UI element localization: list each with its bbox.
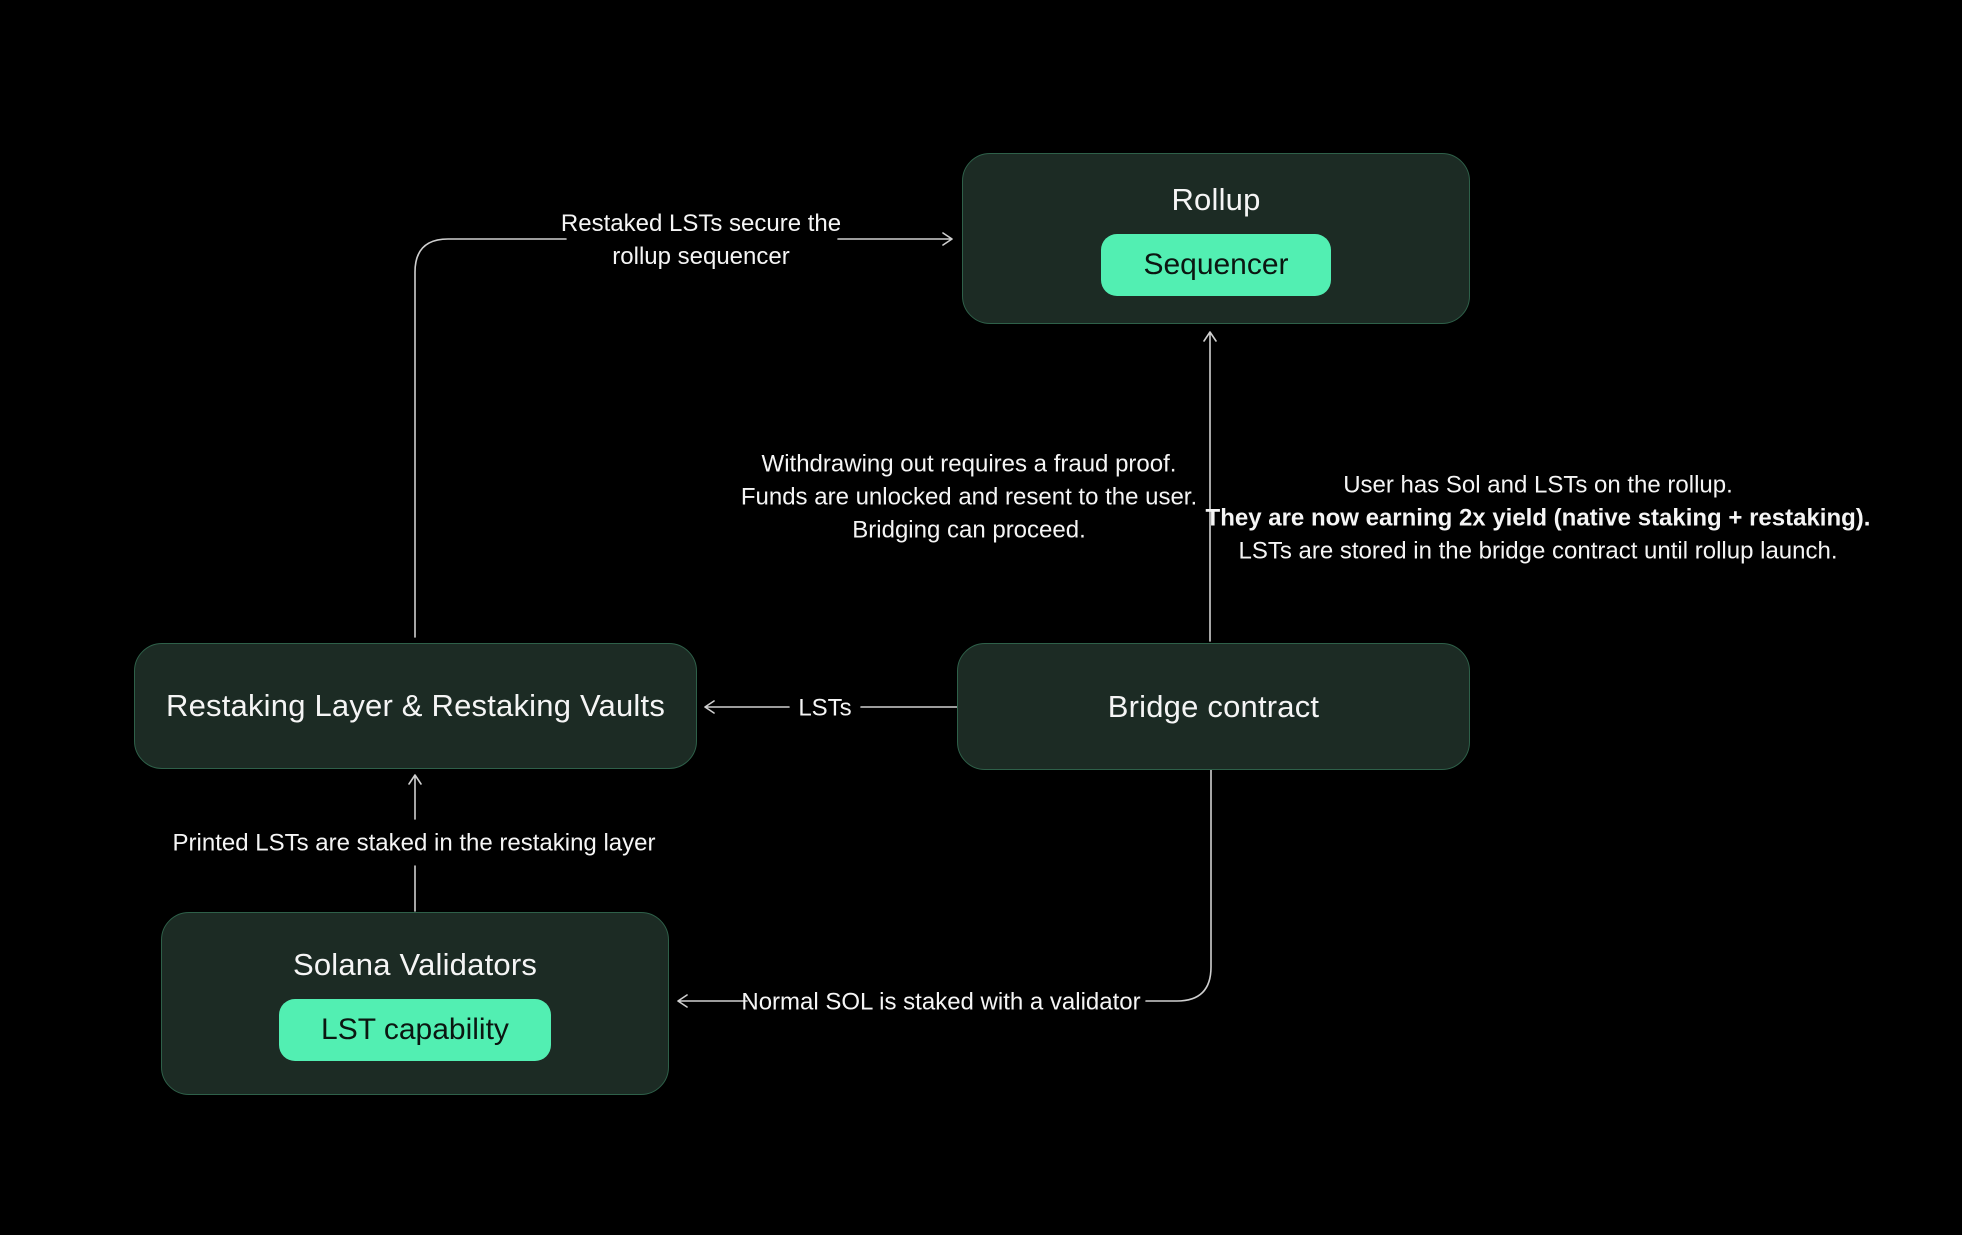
- note-withdraw-line1: Withdrawing out requires a fraud proof.: [761, 450, 1177, 478]
- note-restaked-line1: Restaked LSTs secure the: [560, 210, 842, 237]
- note-withdraw-line2: Funds are unlocked and resent to the use…: [740, 483, 1198, 511]
- connector-bridge-to-rollup: [1203, 331, 1217, 642]
- node-rollup-title: Rollup: [1171, 181, 1261, 217]
- connector-solana-to-restaking: [408, 774, 422, 912]
- note-restaked-line2: rollup sequencer: [612, 243, 790, 270]
- note-printed-lsts: Printed LSTs are staked in the restaking…: [172, 829, 656, 857]
- connector-bridge-to-restaking: [704, 700, 958, 714]
- note-restaked-lsts: Restaked LSTs secure the rollup sequence…: [561, 207, 841, 273]
- node-restaking-layer: Restaking Layer & Restaking Vaults: [134, 643, 697, 769]
- note-user-yield: User has Sol and LSTs on the rollup. The…: [1206, 469, 1871, 568]
- note-normal-sol: Normal SOL is staked with a validator: [741, 988, 1141, 1016]
- connector-bridge-to-solana: [677, 769, 1212, 1008]
- note-user-line3: LSTs are stored in the bridge contract u…: [1238, 537, 1838, 565]
- note-withdraw-line3: Bridging can proceed.: [852, 516, 1086, 544]
- node-rollup: Rollup Sequencer: [962, 153, 1470, 324]
- node-restaking-title: Restaking Layer & Restaking Vaults: [165, 688, 666, 723]
- note-user-line1: User has Sol and LSTs on the rollup.: [1343, 471, 1733, 499]
- edge-label-lsts: LSTs: [798, 694, 852, 722]
- note-withdraw: Withdrawing out requires a fraud proof. …: [741, 448, 1197, 547]
- node-solana-title: Solana Validators: [292, 946, 538, 982]
- node-bridge-title: Bridge contract: [1107, 688, 1320, 724]
- connector-restaking-to-rollup: [414, 232, 953, 638]
- lst-capability-badge: LST capability: [279, 998, 551, 1061]
- note-user-line2: They are now earning 2x yield (native st…: [1205, 504, 1871, 532]
- node-bridge-contract: Bridge contract: [957, 643, 1470, 770]
- node-solana-validators: Solana Validators LST capability: [161, 912, 669, 1095]
- sequencer-badge: Sequencer: [1101, 233, 1331, 296]
